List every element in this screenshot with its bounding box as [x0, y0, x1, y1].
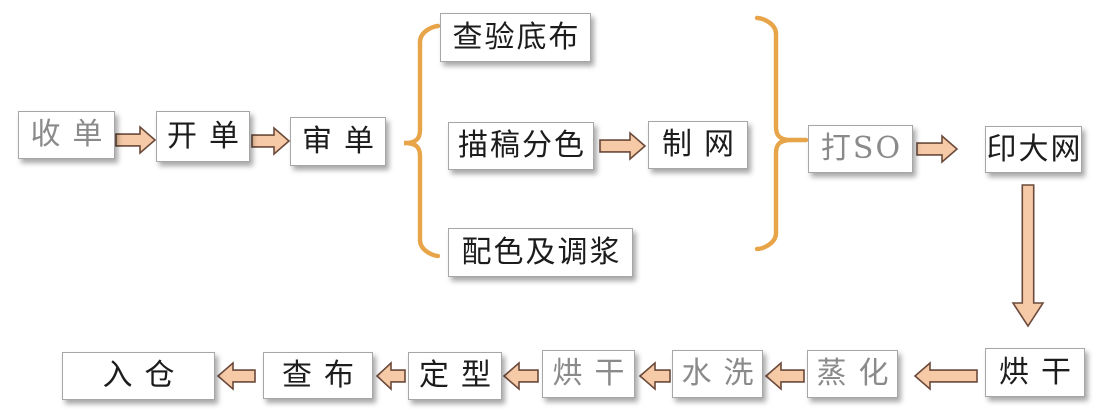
- flow-node-strike-off: 打SO: [808, 125, 913, 173]
- flow-node-label: 定型: [419, 358, 503, 393]
- flow-arrow-open-to-review: [251, 126, 291, 156]
- flow-node-label: 印大网: [986, 131, 1083, 167]
- flow-node-label: 查布: [282, 357, 366, 393]
- flow-arrow-dry-to-steam: [913, 361, 978, 391]
- flow-node-open-order: 开单: [156, 111, 250, 162]
- flow-node-label: 开单: [167, 118, 251, 154]
- flow-node-label: 入仓: [102, 358, 187, 393]
- flow-node-label: 配色及调浆: [461, 234, 622, 270]
- flow-arrow-receive-to-open: [115, 125, 157, 155]
- flow-node-inspect-fabric: 查布: [263, 352, 373, 399]
- flow-node-label: 水洗: [681, 356, 766, 391]
- flow-node-label: 描稿分色: [458, 128, 586, 163]
- flow-arrow-inspect-to-warehouse: [216, 361, 256, 391]
- left-brace: [403, 23, 441, 259]
- flow-arrow-wash-to-dry: [638, 361, 671, 391]
- flow-node-color-paste-mixing: 配色及调浆: [448, 228, 633, 277]
- flow-arrow-trace-to-screen: [599, 131, 647, 161]
- flow-node-label: 审单: [302, 123, 386, 159]
- flow-node-make-screen: 制网: [648, 121, 748, 169]
- flow-node-label: 收单: [30, 117, 115, 152]
- flow-node-inspect-base-fabric: 查验底布: [440, 13, 591, 62]
- flow-node-label: 制网: [662, 127, 746, 162]
- flow-node-warehouse: 入仓: [62, 352, 215, 400]
- flow-node-wash: 水洗: [672, 350, 763, 398]
- flow-node-heat-setting: 定型: [408, 352, 502, 400]
- flow-arrow-setting-to-inspect: [375, 361, 406, 391]
- right-brace: [754, 15, 809, 252]
- flow-node-label: 打SO: [820, 131, 903, 166]
- flow-node-print-large-screen: 印大网: [985, 126, 1082, 173]
- flow-node-dry-after-print: 烘干: [985, 348, 1085, 397]
- flow-node-receive-order: 收单: [18, 111, 115, 159]
- flow-arrow-strikeoff-to-print: [916, 134, 959, 164]
- flow-arrow-dry-to-setting: [502, 361, 539, 391]
- flow-node-review-order: 审单: [290, 117, 386, 166]
- flow-node-label: 烘干: [999, 354, 1083, 390]
- flow-node-steam: 蒸化: [807, 350, 898, 398]
- flow-node-trace-color-separation: 描稿分色: [448, 122, 594, 170]
- flow-node-dry-after-wash: 烘干: [542, 350, 635, 398]
- flow-node-label: 蒸化: [816, 356, 901, 391]
- flow-arrow-steam-to-wash: [764, 361, 805, 391]
- flow-node-label: 烘干: [552, 356, 637, 391]
- flow-arrow-print-to-dry: [1011, 184, 1045, 328]
- flow-node-label: 查验底布: [452, 19, 581, 55]
